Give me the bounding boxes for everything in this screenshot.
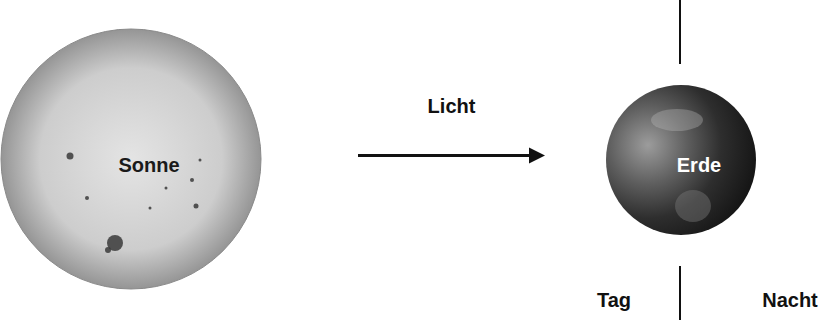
node-label: Sonne (118, 153, 179, 177)
sunspot (194, 204, 199, 209)
sunspot (199, 159, 202, 162)
sun-circle: Sonne (0, 28, 262, 290)
sunspot (105, 247, 111, 253)
night-label: Nacht (762, 288, 818, 312)
sunspot (67, 153, 74, 160)
sunspot (165, 187, 168, 190)
sun-disc (1, 29, 261, 289)
day-label: Tag (597, 288, 631, 312)
arrow-head (529, 148, 545, 164)
sunspot (85, 196, 89, 200)
light-arrow (358, 148, 545, 164)
axis-line (679, 0, 681, 64)
continent-shape (651, 109, 703, 131)
terminator-line (679, 266, 681, 320)
earth-circle: Erde (605, 84, 757, 236)
edge-label: Licht (428, 94, 476, 118)
sunspot (190, 178, 194, 182)
continent-shape (675, 190, 711, 222)
earth-disc (606, 85, 756, 235)
arrow-shaft (358, 154, 531, 157)
sunspot (149, 207, 152, 210)
node-label: Erde (677, 153, 721, 177)
